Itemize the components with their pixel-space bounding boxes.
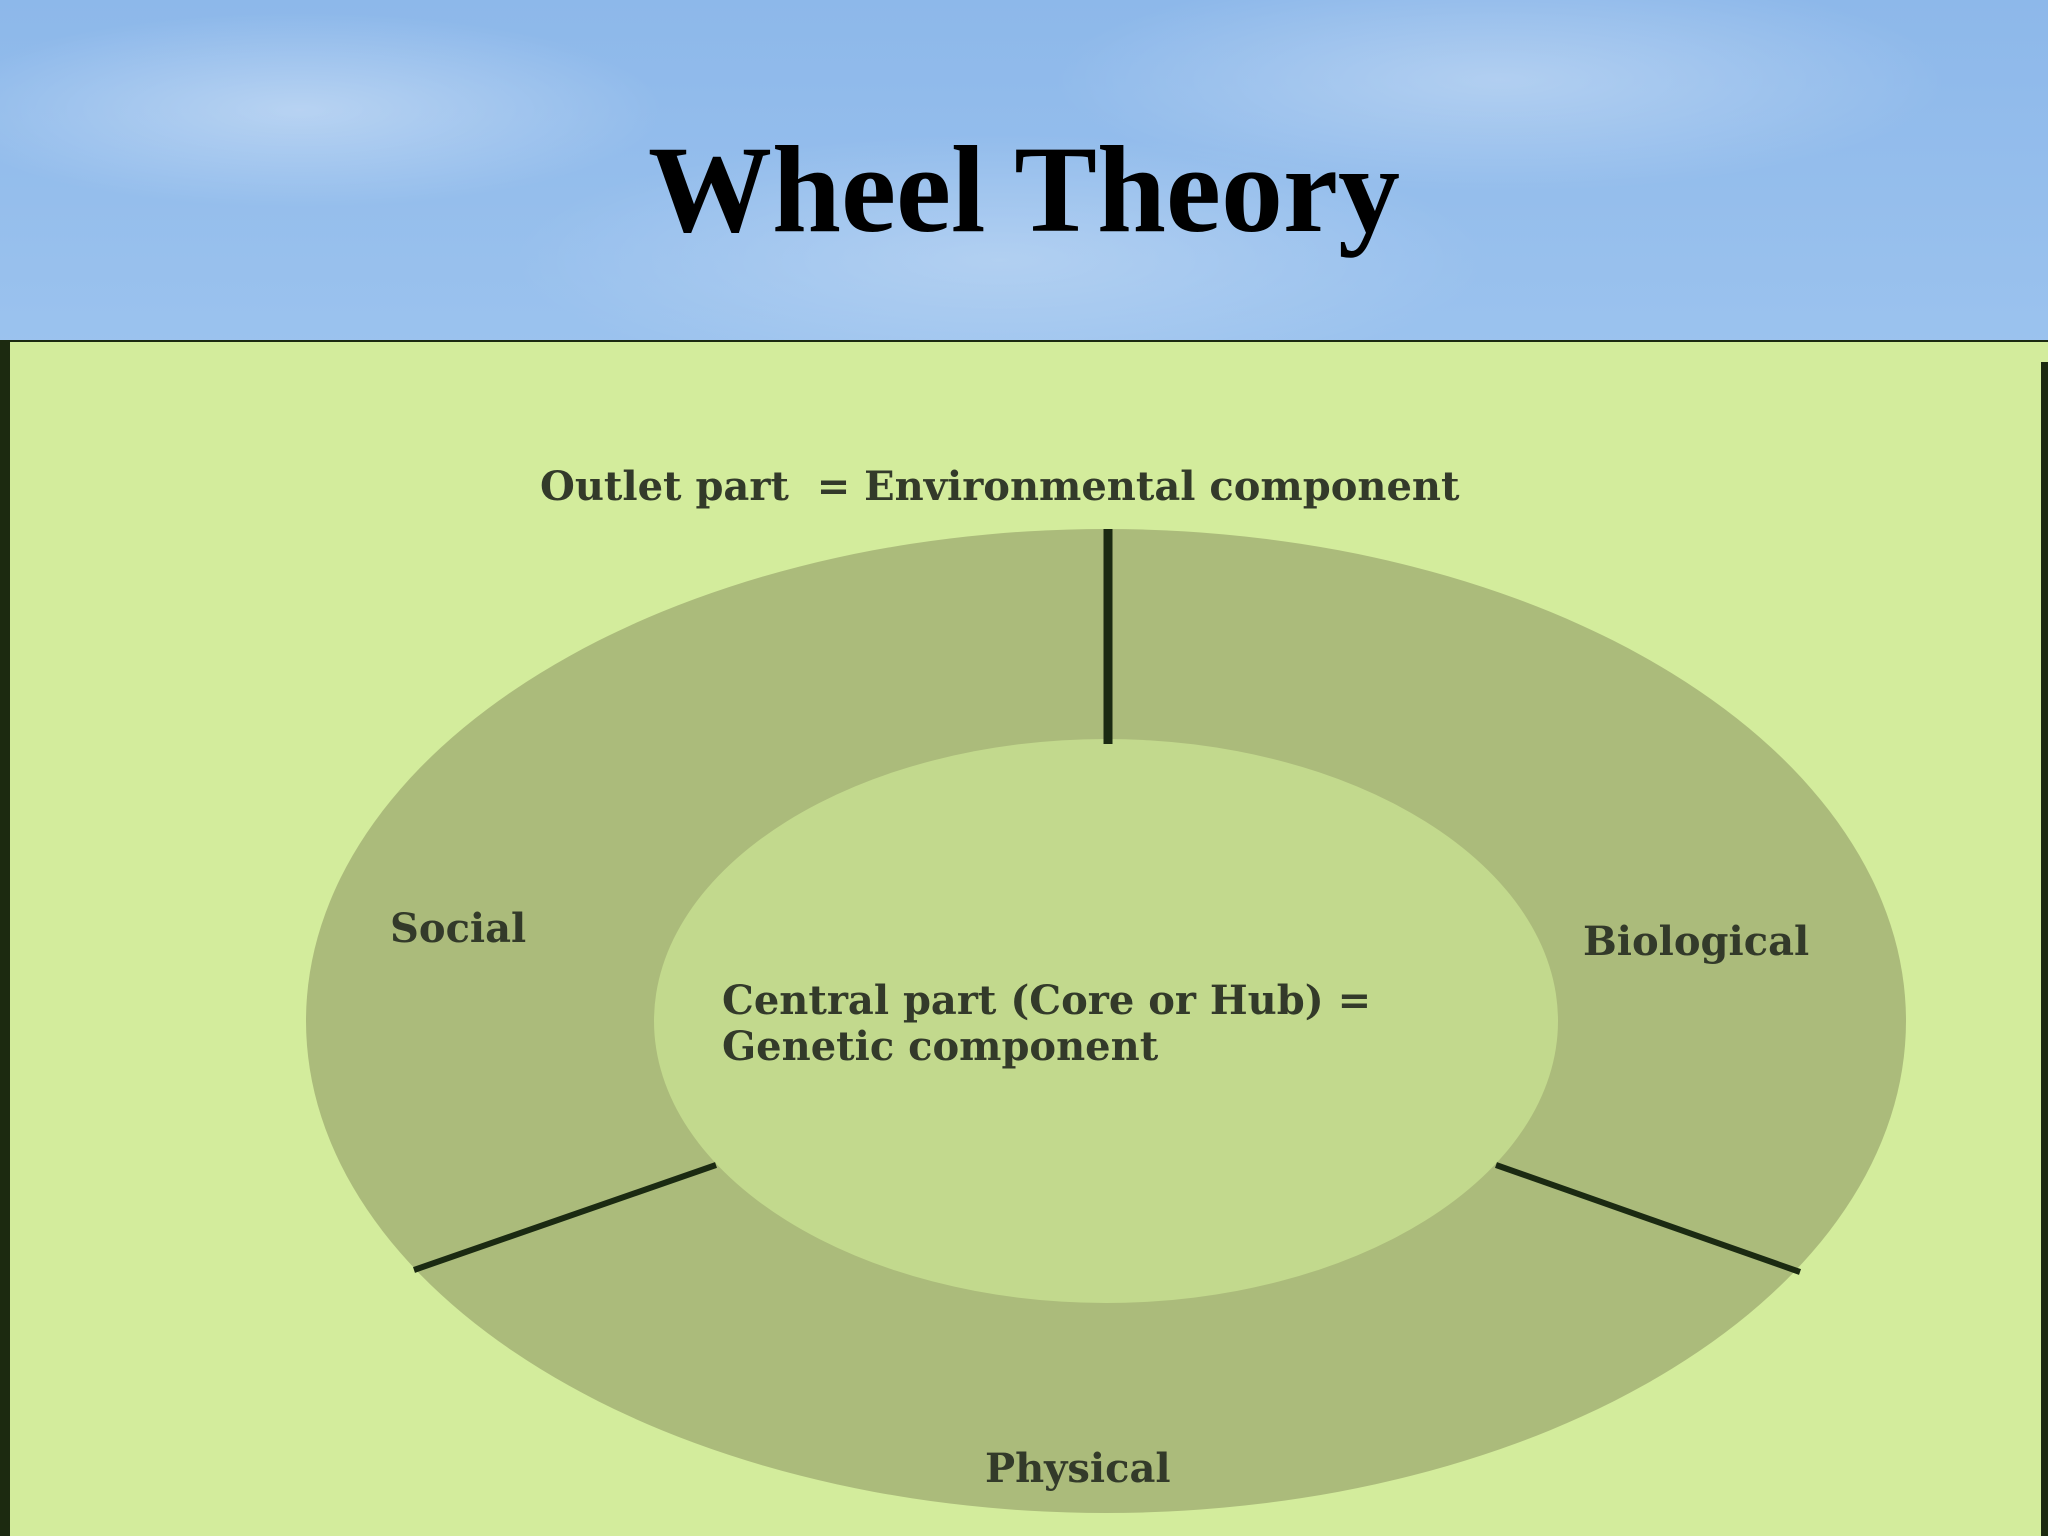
segment-label-social: Social xyxy=(390,905,526,952)
segment-label-biological: Biological xyxy=(1583,918,1809,965)
outlet-label: Outlet part = Environmental component xyxy=(540,463,1460,510)
panel-right-border xyxy=(2041,362,2048,1536)
inner-hub-genetic xyxy=(654,739,1558,1303)
panel-left-border xyxy=(0,340,10,1536)
slide-title: Wheel Theory xyxy=(648,121,1400,258)
divider-left xyxy=(413,1162,717,1273)
core-label-line2: Genetic component xyxy=(722,1023,1159,1070)
divider-right xyxy=(1495,1162,1801,1275)
core-label-line1: Central part (Core or Hub) = xyxy=(722,977,1371,1024)
segment-label-physical: Physical xyxy=(985,1445,1171,1492)
